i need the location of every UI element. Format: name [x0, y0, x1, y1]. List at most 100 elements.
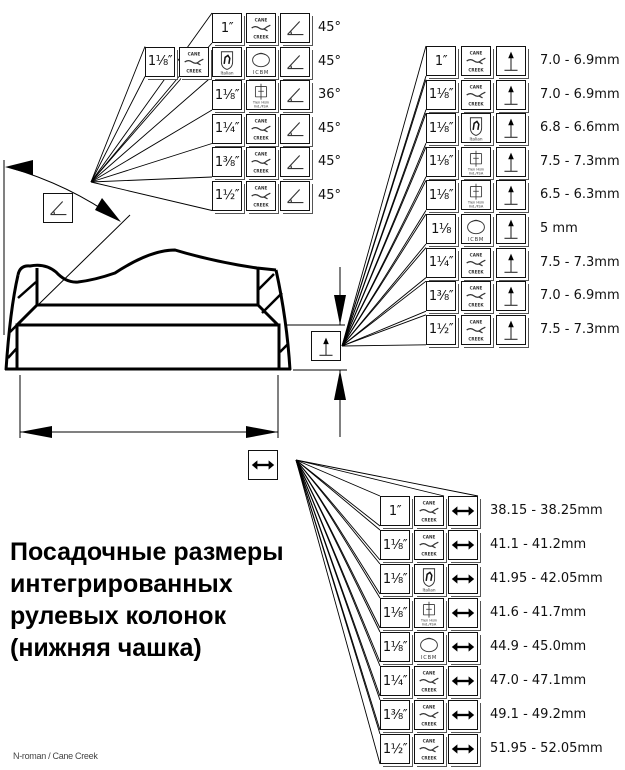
depth-arrowhead-top [334, 295, 346, 325]
depth-row-brand: Italian [461, 113, 491, 144]
leader-line [341, 344, 427, 347]
size-label: 1½″ [428, 322, 454, 338]
depth-arrow-icon [504, 51, 518, 71]
spec-value: 45° [318, 154, 342, 169]
size-label: 1⅛″ [214, 87, 240, 103]
leader-line [295, 459, 381, 633]
italian-logo-icon: Italian [423, 568, 436, 593]
svg-text:CANE: CANE [255, 17, 268, 22]
diameter-row-size: 1⅛″ [380, 632, 410, 662]
svg-text:CANE: CANE [423, 670, 436, 675]
depth-row-size: 1⅛″ [426, 113, 456, 144]
spec-value: 45° [318, 53, 342, 69]
leader-line [295, 459, 381, 765]
leader-line [295, 459, 381, 667]
leader-line [341, 247, 427, 347]
depth-row-size: 1¼″ [426, 247, 456, 278]
angle-row-icon [280, 113, 310, 144]
svg-text:Italian: Italian [221, 70, 234, 75]
size-label: 1⅛″ [382, 639, 408, 655]
size-label: 1″ [434, 53, 448, 69]
spec-value: 7.0 - 6.9mm [540, 53, 620, 68]
svg-text:CREEK: CREEK [253, 34, 269, 39]
italian-logo-icon: Italian [470, 117, 483, 142]
leader-line [341, 146, 427, 347]
angle-row-size: 1⅛″ [145, 46, 175, 77]
leader-line [295, 459, 479, 497]
spec-value: 7.5 - 7.3mm [540, 153, 620, 169]
svg-text:ICBM: ICBM [421, 655, 437, 661]
size-label: 1¼″ [428, 255, 454, 271]
spec-value: 6.8 - 6.6mm [540, 120, 620, 136]
svg-text:CANE: CANE [255, 185, 268, 190]
hatch-left [7, 281, 37, 359]
diameter-arrow-icon [451, 642, 475, 652]
svg-text:ICBM: ICBM [468, 237, 484, 243]
svg-text:ICBM: ICBM [253, 70, 269, 76]
size-label: 1″ [220, 20, 234, 36]
legend-diameter-box [248, 450, 278, 480]
svg-text:Italian: Italian [470, 137, 483, 142]
size-label: 1⅛″ [428, 120, 454, 136]
spec-value: 41.6 - 41.7mm [490, 605, 587, 620]
svg-text:CREEK: CREEK [421, 517, 437, 522]
spec-value: 36° [318, 87, 342, 102]
leader-line [90, 143, 213, 183]
depth-row-size: 1⅛ [426, 214, 456, 244]
spec-value: 41.95 - 42.05mm [490, 571, 603, 586]
hatch-right [257, 273, 289, 353]
angle-arrowhead-right [95, 198, 121, 222]
size-label: 1½″ [382, 741, 408, 757]
size-label: 1⅛″ [147, 54, 173, 69]
depth-row-size: 1″ [426, 46, 456, 76]
size-label: 1¼″ [214, 121, 240, 136]
spec-value: 7.0 - 6.9mm [540, 86, 620, 102]
angle-row-size: 1¼″ [212, 113, 242, 144]
depth-row-icon [496, 146, 526, 177]
svg-text:CREEK: CREEK [421, 721, 437, 726]
svg-text:Italian: Italian [423, 588, 436, 593]
depth-row-size: 1⅜″ [426, 281, 456, 312]
diameter-row-icon [448, 632, 478, 662]
size-label: 1⅜″ [214, 154, 240, 170]
size-label: 1⅛″ [382, 571, 408, 587]
icbm-logo-icon: ICBM [467, 219, 485, 243]
angle-arrowhead-left [5, 160, 33, 175]
angle-row-icon [280, 80, 310, 110]
depth-arrow-icon [504, 186, 518, 206]
spec-value: 5 mm [540, 221, 578, 236]
diameter-row-size: 1⅛″ [380, 530, 410, 560]
spec-value: 45° [318, 20, 342, 35]
svg-text:CREEK: CREEK [468, 67, 484, 72]
diameter-arrow-icon [251, 460, 275, 470]
diameter-row-icon [448, 530, 478, 560]
svg-text:Ind./FSA: Ind./FSA [422, 623, 437, 627]
leader-line [295, 459, 381, 527]
angle-icon [287, 88, 304, 103]
leader-line [295, 459, 381, 701]
diameter-row-size: 1⅛″ [380, 598, 410, 628]
size-label: 1½″ [214, 188, 240, 203]
svg-text:CANE: CANE [188, 51, 201, 56]
leader-line [90, 76, 213, 183]
depth-row-brand: ICBM [461, 214, 491, 244]
size-label: 1⅛″ [428, 154, 454, 170]
svg-text:CREEK: CREEK [421, 755, 437, 760]
leader-line [341, 213, 427, 347]
credit-text: N-roman / Cane Creek [13, 751, 98, 761]
spec-value: 38.15 - 38.25mm [490, 503, 603, 518]
leader-line [90, 12, 213, 183]
cup-top-profile [16, 248, 277, 284]
angle-row-brand: CANE CREEK [246, 13, 276, 43]
diameter-arrow-icon [451, 574, 475, 584]
